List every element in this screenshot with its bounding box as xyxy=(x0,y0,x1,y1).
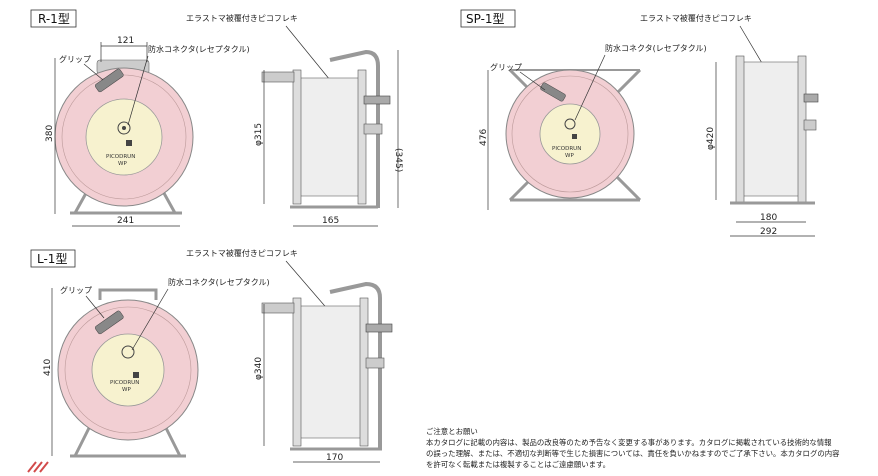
r1-dim-width: 241 xyxy=(117,216,134,226)
r1-title-box xyxy=(30,9,77,28)
l1-grip xyxy=(94,310,124,335)
l1-dim-height: 410 xyxy=(43,359,53,376)
notice-line-3: を許可なく転載または複製することはご遠慮願います。 xyxy=(426,460,610,469)
sp1-badge: PICODRUN xyxy=(552,146,581,152)
r1-grip xyxy=(94,68,124,93)
l1-title: L-1型 xyxy=(37,252,67,266)
r1-grip-label: グリップ xyxy=(59,54,91,64)
r1-dim-diameter: φ315 xyxy=(254,123,264,146)
sp1-grip xyxy=(540,82,566,102)
r1-section: R-1型 PICODRUN WP 121 380 241 グリップ xyxy=(30,9,403,227)
sp1-cable-label: エラストマ被覆付きピコフレキ xyxy=(640,13,752,23)
l1-dim-depth: 170 xyxy=(326,453,343,463)
l1-dim-diameter: φ340 xyxy=(254,357,264,380)
r1-dim-height: 380 xyxy=(45,125,55,142)
notice-block: ご注意とお願い 本カタログに記載の内容は、製品の改良等のため予告なく変更する事が… xyxy=(426,427,840,469)
corner-logo-mark xyxy=(27,461,49,473)
sp1-dim-diameter: φ420 xyxy=(706,127,716,150)
notice-line-2: の誤った理解、または、不適切な判断等で生じた損害については、責任を負いかねますの… xyxy=(426,449,840,458)
sp1-badge-sub: WP xyxy=(565,153,574,159)
r1-dim-depth: 165 xyxy=(322,216,339,226)
l1-badge-sub: WP xyxy=(122,387,131,393)
r1-dim-top: 121 xyxy=(117,36,134,46)
r1-title: R-1型 xyxy=(38,12,70,26)
r1-cable-label: エラストマ被覆付きピコフレキ xyxy=(186,13,298,23)
r1-connector-label: 防水コネクタ(レセプタクル) xyxy=(148,44,250,54)
sp1-side-view: φ420 180 292 xyxy=(706,55,819,237)
sp1-connector-label: 防水コネクタ(レセプタクル) xyxy=(605,43,707,53)
r1-hub xyxy=(85,98,163,176)
sp1-hub xyxy=(539,103,601,165)
l1-side-view: φ340 170 xyxy=(254,281,393,463)
sp1-title-box xyxy=(460,9,516,28)
l1-connector-label: 防水コネクタ(レセプタクル) xyxy=(168,277,270,287)
r1-frame xyxy=(329,49,380,208)
sp1-grip-label: グリップ xyxy=(490,62,522,72)
sp1-section: SP-1型 PICODRUN WP 476 グリップ 防水コネクタ(レセプタクル… xyxy=(460,9,819,237)
l1-cable-coil xyxy=(299,305,363,439)
l1-cable-label: エラストマ被覆付きピコフレキ xyxy=(186,248,298,258)
l1-frame xyxy=(329,281,382,450)
l1-badge: PICODRUN xyxy=(110,380,139,386)
r1-cable-coil xyxy=(299,77,361,197)
sp1-front-view: PICODRUN WP 476 グリップ 防水コネクタ(レセプタクル) エラスト… xyxy=(479,13,773,210)
r1-dim-side: (345) xyxy=(393,148,403,172)
r1-front-view: PICODRUN WP 121 380 241 グリップ 防水コネクタ(レセプタ… xyxy=(45,13,331,227)
sp1-title: SP-1型 xyxy=(466,12,505,26)
sp1-dim-height: 476 xyxy=(479,129,489,146)
l1-title-box xyxy=(30,249,76,268)
notice-heading: ご注意とお願い xyxy=(426,427,478,436)
l1-grip-label: グリップ xyxy=(60,285,92,295)
sp1-dim-total: 292 xyxy=(760,227,777,237)
l1-hub xyxy=(91,333,165,407)
l1-section: L-1型 PICODRUN WP 410 グリップ 防水コネクタ(レセプタクル)… xyxy=(30,248,393,463)
notice-line-1: 本カタログに記載の内容は、製品の改良等のため予告なく変更する事があります。カタロ… xyxy=(426,438,832,447)
sp1-cable-coil xyxy=(741,61,801,197)
sp1-dim-depth: 180 xyxy=(760,213,777,223)
l1-front-view: PICODRUN WP 410 グリップ 防水コネクタ(レセプタクル) エラスト… xyxy=(43,248,331,458)
r1-badge-sub: WP xyxy=(118,161,127,167)
r1-side-view: φ315 (345) 165 xyxy=(254,49,403,227)
r1-badge: PICODRUN xyxy=(106,154,135,160)
